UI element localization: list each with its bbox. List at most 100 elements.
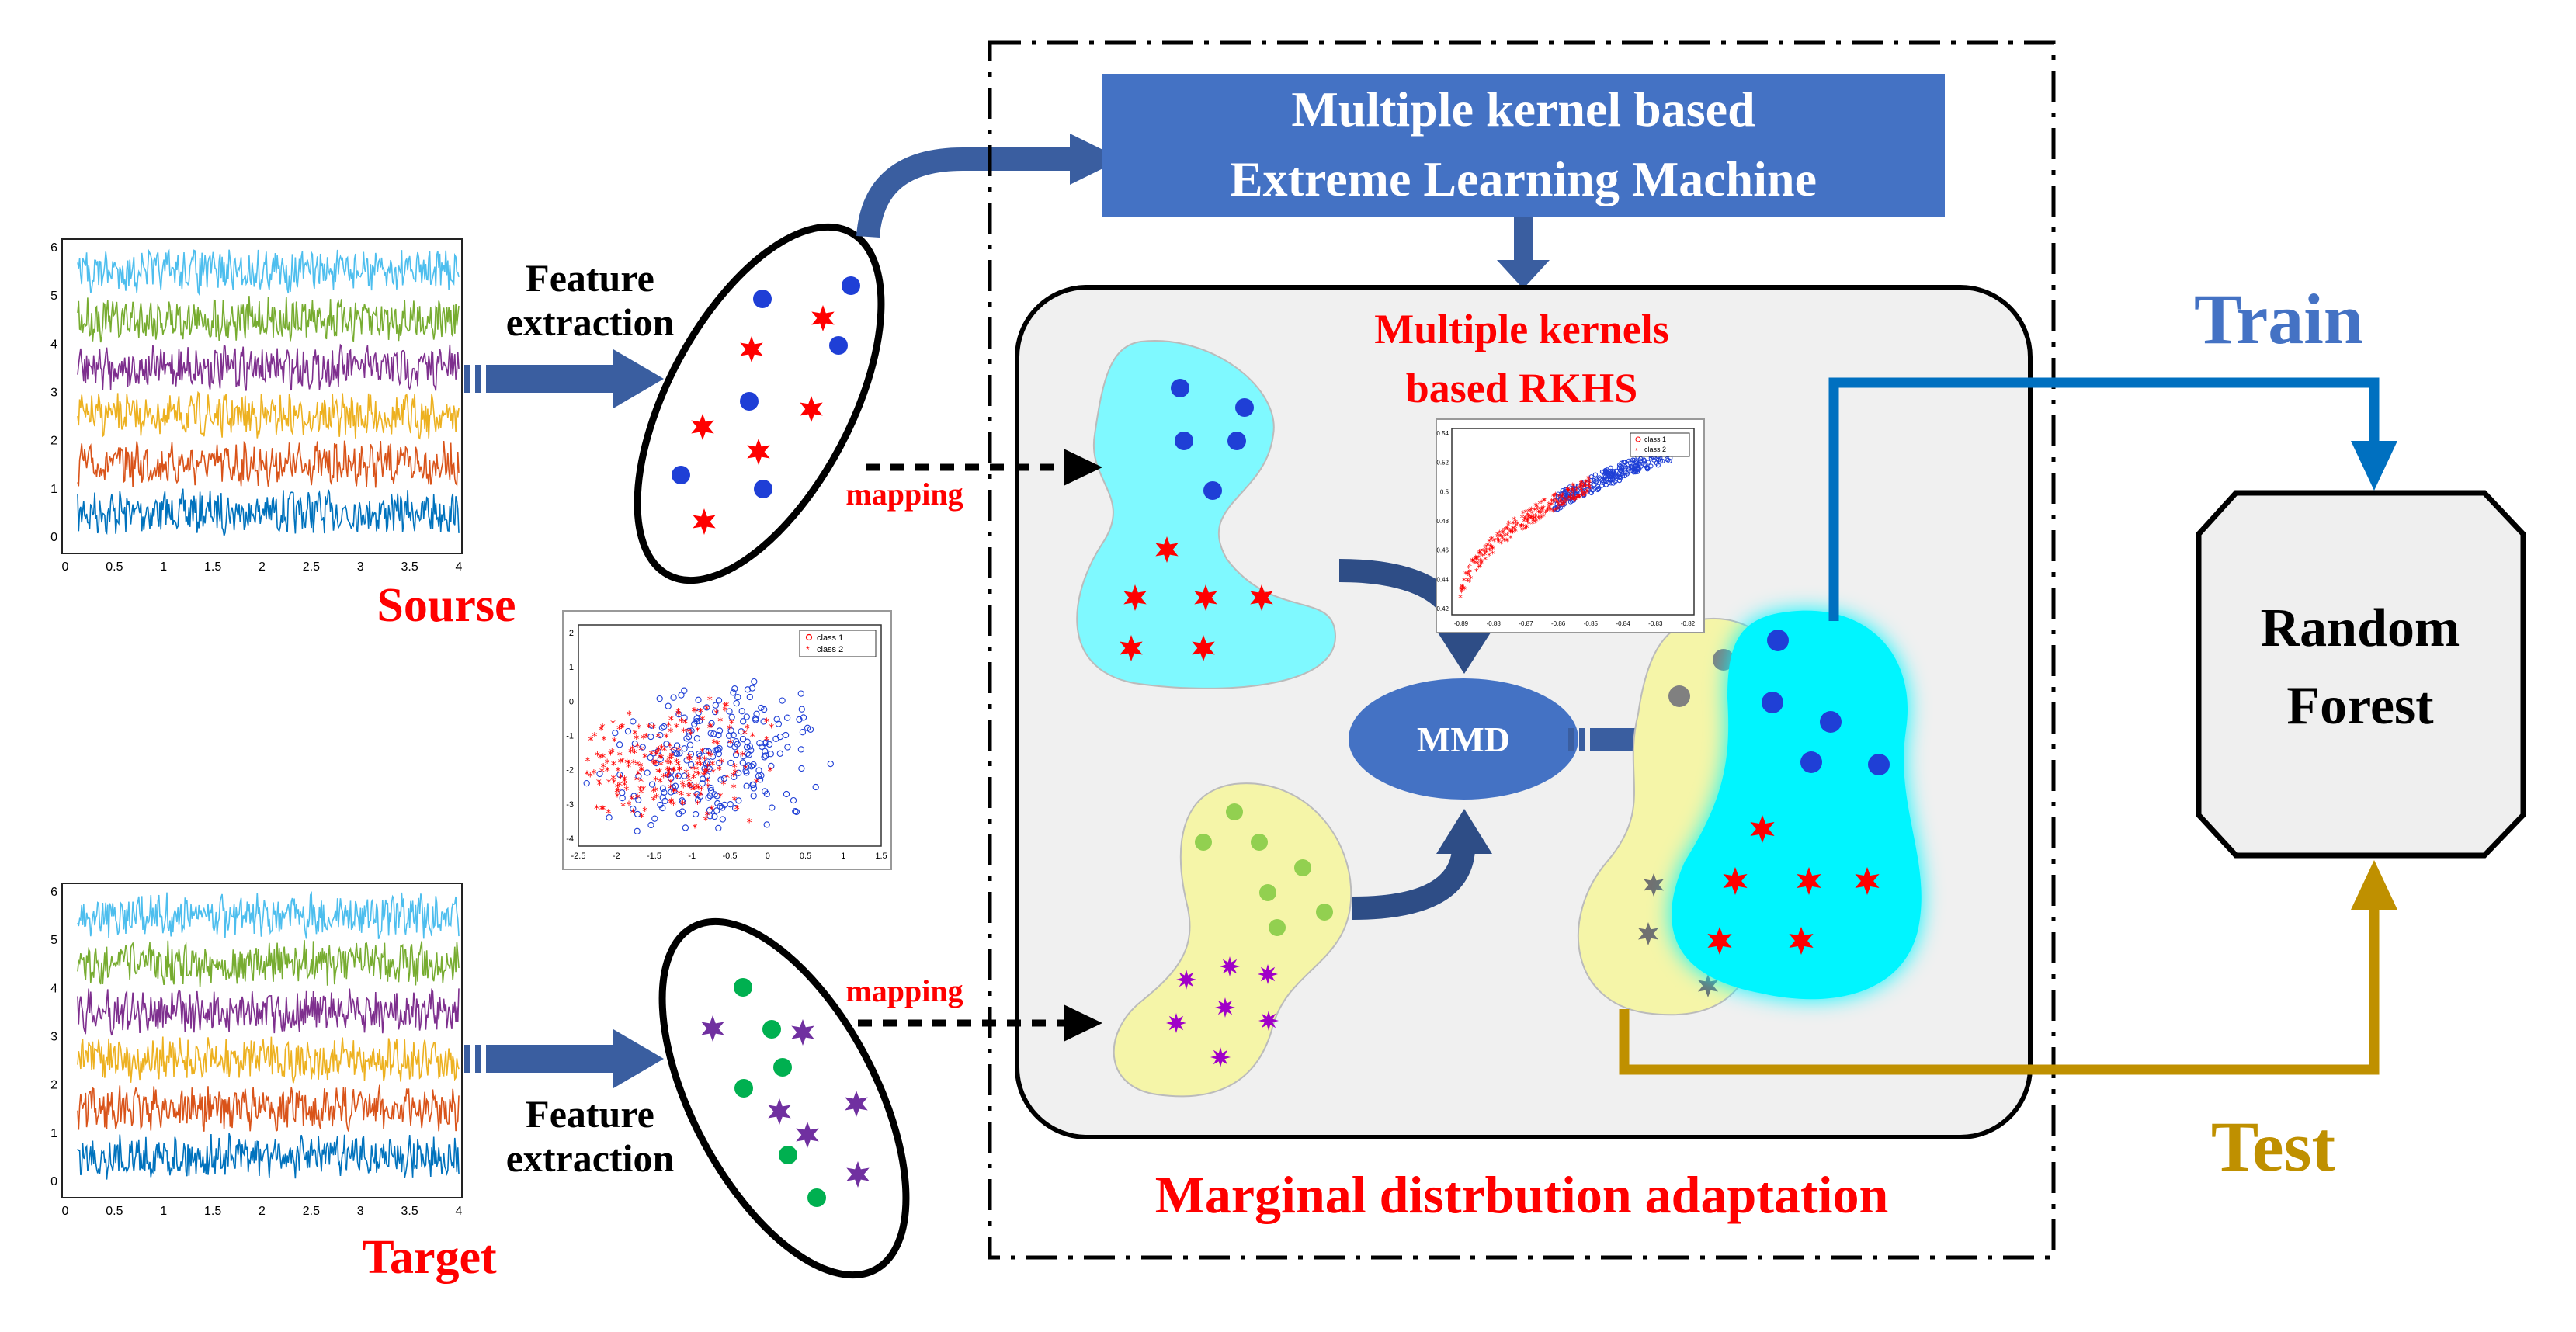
class2-point: * <box>651 786 656 799</box>
class2-point: * <box>1462 576 1467 586</box>
class1-point <box>751 678 758 685</box>
target-cluster-points <box>1166 803 1333 1067</box>
target-cluster-blob <box>1113 782 1352 1098</box>
class2-point: * <box>631 758 637 771</box>
class2-point: * <box>1481 551 1485 561</box>
scatter-left-legend: class 1 * class 2 <box>799 630 877 657</box>
class1-dot <box>754 480 772 498</box>
class1-point <box>1574 490 1580 496</box>
class2-point: * <box>1526 515 1530 526</box>
class1-point <box>671 787 678 795</box>
class2-point: * <box>591 768 596 781</box>
class2-point: * <box>1567 494 1571 504</box>
class2-point: * <box>1470 557 1475 567</box>
class1-dot <box>734 1079 753 1098</box>
x-tick-label: -2 <box>613 852 620 861</box>
class2-point: * <box>1501 535 1505 545</box>
class2-point: * <box>1477 553 1481 564</box>
class2-point: * <box>695 725 700 737</box>
class1-point <box>762 752 769 759</box>
class2-point: * <box>606 778 612 790</box>
class2-point: * <box>1523 508 1528 518</box>
class2-point: * <box>1580 481 1585 491</box>
class2-star <box>1176 970 1196 990</box>
class1-point <box>1631 457 1637 463</box>
class2-point: * <box>626 762 631 775</box>
class2-point: * <box>1570 494 1574 505</box>
class2-point: * <box>693 792 698 804</box>
legend-class1-marker <box>805 633 813 641</box>
class2-point: * <box>1579 479 1584 489</box>
class1-point <box>716 727 724 734</box>
class1-point <box>776 733 784 741</box>
class1-dot <box>773 1058 792 1077</box>
class1-point <box>1609 474 1615 480</box>
class2-point: * <box>1585 487 1590 498</box>
class2-point: * <box>1465 570 1470 580</box>
class2-point: * <box>1491 545 1495 555</box>
mmd-label: MMD <box>1417 720 1510 759</box>
class2-point: * <box>687 782 693 795</box>
class2-point: * <box>1536 513 1541 523</box>
class2-point: * <box>707 695 713 707</box>
class2-point: * <box>1565 496 1570 506</box>
class2-point: * <box>1561 491 1565 501</box>
class2-star <box>796 1122 819 1148</box>
class2-point: * <box>747 817 752 829</box>
class2-point: * <box>1523 525 1528 535</box>
class1-point <box>705 748 713 755</box>
class2-point: * <box>1489 536 1494 546</box>
class2-point: * <box>620 722 625 734</box>
class2-point: * <box>1465 570 1470 580</box>
class2-point: * <box>693 765 699 777</box>
class1-point <box>1607 477 1613 483</box>
class2-point: * <box>642 806 647 818</box>
class2-point: * <box>1483 555 1488 565</box>
class1-point <box>696 752 704 759</box>
mkelm-box: Multiple kernel based Extreme Learning M… <box>1102 74 1945 217</box>
class2-point: * <box>1548 501 1553 511</box>
class2-point: * <box>1551 492 1556 502</box>
class2-point: * <box>627 800 632 812</box>
x-tick-label: 2.5 <box>303 560 320 574</box>
class2-point: * <box>687 752 693 765</box>
class2-point: * <box>666 769 672 782</box>
class2-point: * <box>1475 559 1480 569</box>
class2-point: * <box>1489 535 1494 545</box>
random-forest-box: Random Forest <box>2196 490 2526 859</box>
class1-point <box>734 741 741 748</box>
class2-point: * <box>1473 555 1477 565</box>
class2-star <box>1210 1047 1231 1067</box>
class2-point: * <box>1505 531 1510 541</box>
class2-point: * <box>732 795 738 807</box>
class2-point: * <box>1526 516 1530 526</box>
class1-point <box>686 741 694 748</box>
class1-point <box>1613 468 1619 473</box>
class2-star <box>791 1019 814 1046</box>
source-feature-label-line2: extraction <box>506 300 675 344</box>
class2-point: * <box>1470 557 1474 567</box>
class2-point: * <box>1576 492 1581 502</box>
class1-point <box>1552 506 1557 512</box>
class2-point: * <box>1544 508 1549 518</box>
class2-point: * <box>1579 477 1584 487</box>
class2-point: * <box>606 808 611 820</box>
class2-point: * <box>1578 481 1583 491</box>
class2-star <box>1194 584 1217 611</box>
y-tick-label: -4 <box>566 834 574 844</box>
class2-point: * <box>1512 515 1516 526</box>
class2-point: * <box>1550 501 1554 511</box>
legend-r-class2: class 2 <box>1644 446 1666 453</box>
class2-point: * <box>597 779 602 792</box>
class1-point <box>1644 467 1651 472</box>
class1-point <box>798 765 805 772</box>
class2-point: * <box>727 738 733 751</box>
class2-point: * <box>588 735 594 748</box>
class2-point: * <box>720 779 726 792</box>
class2-point: * <box>1474 554 1479 564</box>
signal-trace <box>77 1133 460 1180</box>
class1-point <box>681 745 688 752</box>
class1-point <box>739 759 746 766</box>
class2-point: * <box>1562 500 1567 510</box>
class1-point <box>710 730 717 737</box>
